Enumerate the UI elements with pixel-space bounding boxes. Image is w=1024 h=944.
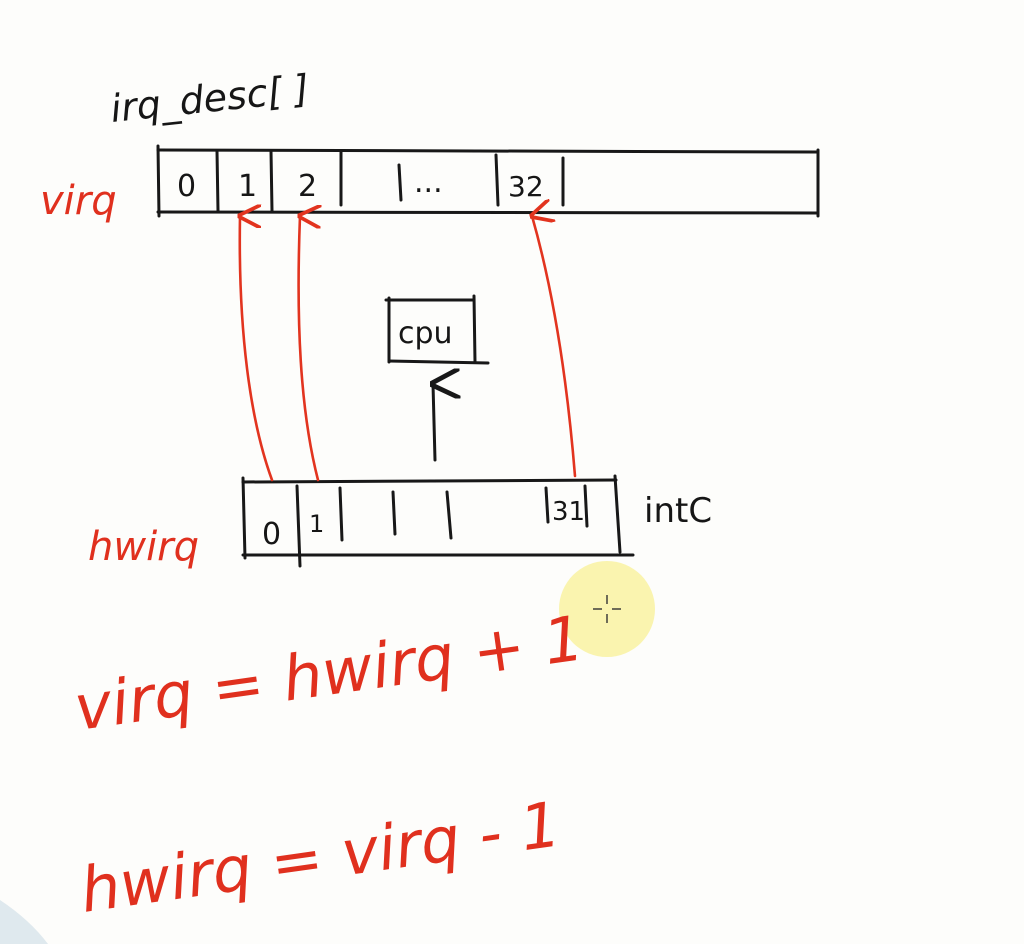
equation-virq: virq = hwirq + 1 [70, 601, 588, 745]
cpu-label: cpu [398, 316, 453, 351]
array-title: irq_desc[ ] [108, 66, 311, 131]
cpu-box: cpu [384, 294, 490, 365]
controller-label: intC [644, 491, 712, 531]
virq-cell-32: 32 [508, 170, 544, 203]
irq-desc-array: 0 1 2 ... 32 [156, 144, 820, 218]
crosshair-cursor-icon [559, 561, 655, 657]
equation-hwirq: hwirq = virq - 1 [76, 787, 565, 927]
mapping-arrow-0-to-1 [240, 216, 274, 482]
hwirq-array: 0 1 31 [241, 474, 635, 568]
virq-cell-1: 1 [238, 169, 257, 204]
hwirq-cell-1: 1 [309, 510, 324, 538]
corner-shape [0, 900, 48, 944]
virq-cell-2: 2 [298, 169, 317, 204]
virq-label: virq [40, 178, 117, 224]
hwirq-cell-31: 31 [552, 497, 585, 527]
controller-to-cpu-arrow [433, 384, 435, 462]
mapping-arrow-31-to-32 [532, 216, 577, 478]
hwirq-to-virq-mappings [240, 216, 577, 482]
hwirq-label: hwirq [88, 524, 199, 570]
virq-cell-ellipsis: ... [414, 165, 443, 200]
mapping-arrow-1-to-2 [299, 216, 318, 482]
virq-cell-0: 0 [177, 169, 196, 204]
hwirq-cell-0: 0 [262, 517, 281, 552]
